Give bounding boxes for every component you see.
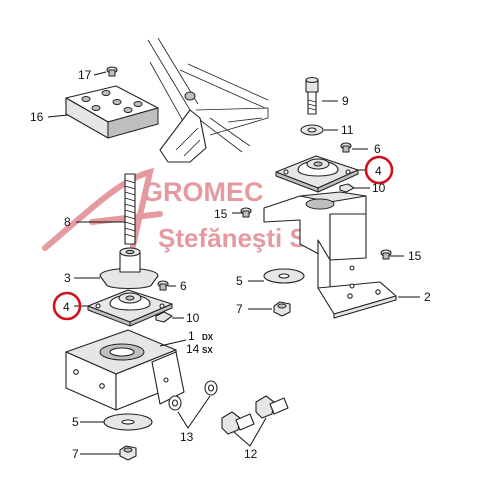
part-3-spacer [99, 247, 159, 290]
frame-bracket-detail [175, 127, 201, 157]
callout-12: 12 [244, 447, 258, 461]
frame-rail-right [179, 63, 269, 136]
part-15-screw-left [240, 207, 252, 218]
callout-2: 2 [424, 290, 431, 304]
frame-bolt [184, 91, 196, 101]
callout-1-suffix: DX [202, 333, 214, 342]
part-12-bolts [221, 395, 289, 435]
callout-8: 8 [64, 215, 71, 229]
part-13-washers [168, 380, 218, 411]
part-4-mount-left [87, 289, 173, 327]
leader-lines [47, 71, 420, 455]
callout-15-right: 15 [408, 249, 422, 263]
highlight-ring-4-right [364, 155, 394, 185]
callout-10-left: 10 [186, 311, 200, 325]
callout-15-left: 15 [214, 207, 228, 221]
part-10-nut-right [339, 183, 355, 193]
part-7-nut-left [119, 445, 137, 461]
part-5-washer-right [263, 268, 305, 284]
frame-bracket [159, 109, 207, 163]
part-6-screw-right [340, 142, 352, 153]
watermark-line1: GROMEC [142, 177, 264, 207]
highlight-ring-4-left [52, 291, 82, 321]
part-1-14-bracket [65, 329, 185, 411]
part-16-rubber-pad [65, 85, 159, 139]
part-7-nut-right [273, 301, 291, 317]
part-4-mount-right [275, 155, 359, 193]
callout-13: 13 [180, 430, 194, 444]
watermark: GROMEC Ştefăneşti S.A. [42, 167, 340, 253]
part-2-bracket [263, 191, 397, 319]
callout-7-left: 7 [72, 447, 79, 461]
frame-section [147, 37, 269, 163]
part-11-washer [300, 124, 324, 136]
callout-16: 16 [30, 110, 44, 124]
part-17-screw [106, 66, 118, 77]
part-10-nut-left [155, 311, 173, 323]
callout-6-left: 6 [180, 279, 187, 293]
part-8-threaded-stud [124, 173, 136, 245]
part-9-bolt [305, 76, 319, 115]
callout-6-right: 6 [374, 142, 381, 156]
part-6-screw-left [157, 280, 169, 291]
part-5-washer-left [103, 413, 153, 431]
callout-4-left: 4 [63, 300, 70, 314]
callout-4-right: 4 [375, 164, 382, 178]
frame-strut [199, 117, 263, 153]
callout-11: 11 [341, 123, 354, 137]
callout-1: 1 [188, 329, 195, 343]
callout-9: 9 [342, 94, 349, 108]
callout-10-right: 10 [372, 181, 386, 195]
callout-5-left: 5 [72, 415, 79, 429]
callout-3: 3 [64, 271, 71, 285]
callout-labels: 17 16 9 11 6 4 10 15 15 2 5 7 8 3 6 4 10… [30, 68, 431, 461]
part-15-screw-right [380, 249, 392, 260]
callout-7-right: 7 [236, 302, 243, 316]
callout-5-right: 5 [236, 274, 243, 288]
callout-14: 14 [186, 342, 200, 356]
callout-17: 17 [78, 68, 92, 82]
callout-14-suffix: SX [202, 346, 213, 355]
